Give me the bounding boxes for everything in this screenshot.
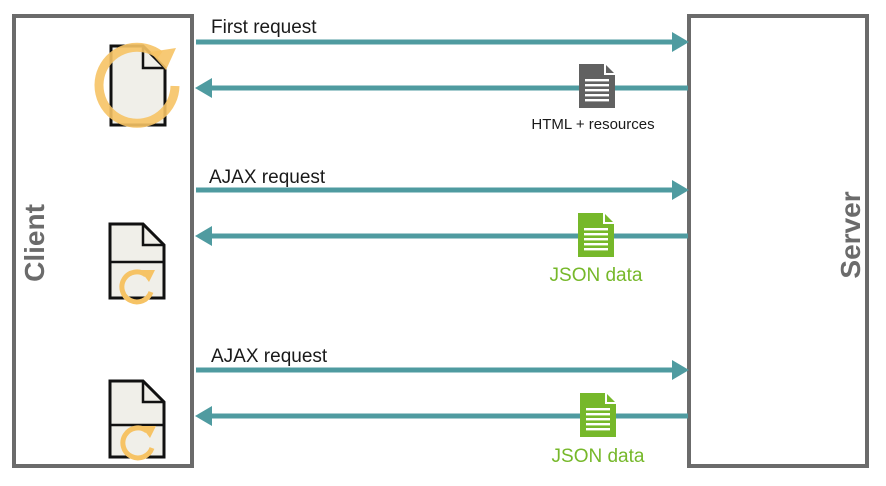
request-arrow — [196, 180, 689, 200]
response-arrow — [195, 226, 688, 246]
exchange-ajax-request-1: AJAX request JSON data — [108, 167, 689, 305]
response-label: JSON data — [552, 446, 645, 467]
exchange-first-request: First request HTML + resources — [94, 17, 689, 133]
response-label: HTML + resources — [531, 116, 654, 133]
request-arrow — [196, 360, 689, 380]
json-document-icon — [578, 213, 614, 257]
response-label: JSON data — [550, 265, 643, 286]
json-document-icon — [580, 393, 616, 437]
request-label: AJAX request — [209, 167, 326, 188]
partial-page-update-icon — [108, 222, 166, 305]
server-box: Server — [687, 14, 869, 468]
html-document-icon — [579, 64, 615, 108]
request-label: AJAX request — [211, 346, 328, 367]
client-label: Client — [19, 204, 50, 282]
request-arrow — [196, 32, 689, 52]
full-page-reload-icon — [94, 42, 180, 128]
partial-page-update-icon — [108, 379, 166, 461]
exchange-ajax-request-2: AJAX request JSON data — [108, 346, 689, 467]
request-label: First request — [211, 17, 317, 38]
server-box-frame — [687, 14, 869, 468]
server-label: Server — [835, 191, 866, 278]
